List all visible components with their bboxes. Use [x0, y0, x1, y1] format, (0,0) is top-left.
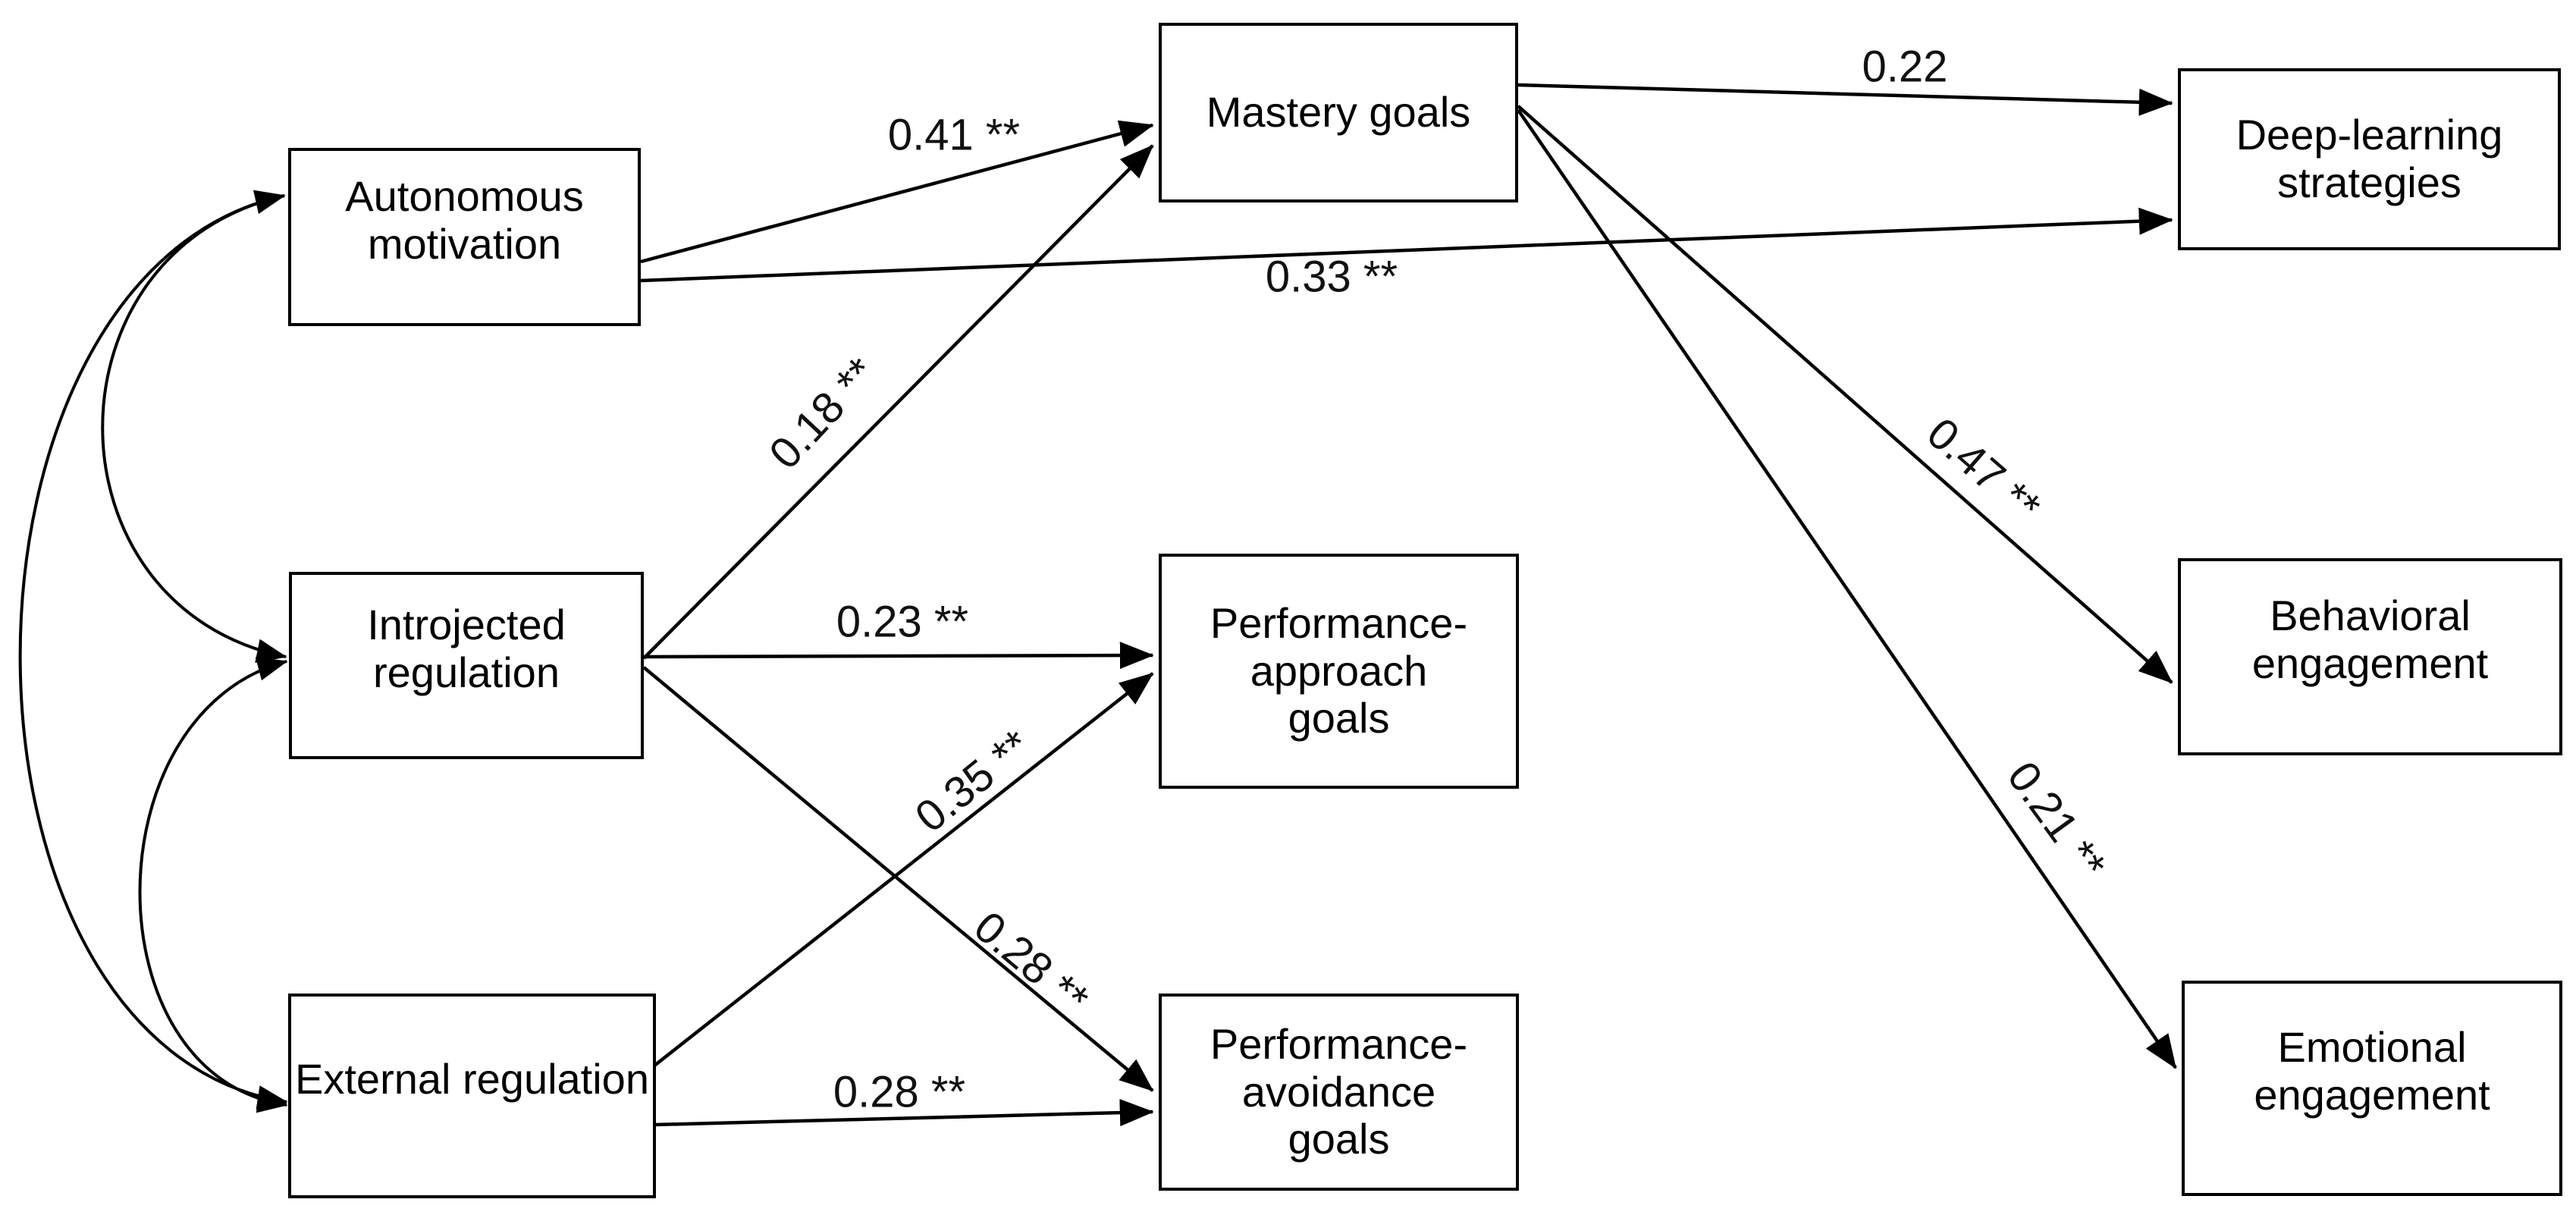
- path-arrow-introjected-mastery: [642, 144, 1154, 660]
- path-arrow-mastery-emotional: [1517, 108, 2177, 1069]
- node-introjected-regulation: Introjected regulation: [289, 572, 644, 759]
- coef-label-introjected-perf-approach: 0.23 **: [836, 597, 969, 647]
- coef-label-external-perf-avoidance: 0.28 **: [833, 1067, 966, 1117]
- node-label: Autonomous motivation: [345, 171, 584, 268]
- path-arrow-mastery-behavioral: [1517, 105, 2173, 684]
- path-arrow-external-perf-avoidance: [654, 1099, 1154, 1127]
- node-label: Performance-avoidance goals: [1210, 1019, 1468, 1163]
- coef-label-autonomous-deep-learning: 0.33 **: [1265, 252, 1398, 302]
- node-label: Introjected regulation: [367, 600, 566, 696]
- node-deep-learning-strategies: Deep-learning strategies: [2178, 68, 2561, 250]
- node-label: Deep-learning strategies: [2236, 111, 2503, 206]
- node-label: Mastery goals: [1206, 88, 1471, 137]
- node-performance-approach-goals: Performance-approach goals: [1159, 554, 1519, 789]
- node-label: Emotional engagement: [2254, 1023, 2490, 1119]
- path-arrow-introjected-perf-approach: [643, 642, 1154, 670]
- correlation-arc-autonomous-introjected: [101, 190, 287, 663]
- correlation-arc-introjected-external: [138, 657, 288, 1113]
- node-external-regulation: External regulation: [288, 994, 656, 1198]
- path-arrow-autonomous-deep-learning: [640, 207, 2173, 283]
- path-arrow-mastery-deep-learning: [1517, 83, 2173, 116]
- node-performance-avoidance-goals: Performance-avoidance goals: [1159, 994, 1519, 1191]
- path-arrow-external-perf-approach: [653, 672, 1154, 1067]
- node-autonomous-motivation: Autonomous motivation: [288, 148, 641, 326]
- node-behavioral-engagement: Behavioral engagement: [2178, 558, 2562, 755]
- node-label: Performance-approach goals: [1210, 598, 1468, 742]
- node-mastery-goals: Mastery goals: [1159, 23, 1518, 202]
- node-label: Behavioral engagement: [2251, 592, 2489, 687]
- node-emotional-engagement: Emotional engagement: [2182, 981, 2562, 1196]
- coef-label-autonomous-mastery: 0.41 **: [887, 110, 1021, 160]
- correlation-arc-autonomous-external: [18, 190, 288, 1110]
- coef-label-mastery-deep-learning: 0.22: [1862, 42, 1948, 92]
- node-label: External regulation: [295, 1054, 649, 1103]
- path-arrow-introjected-perf-avoidance: [642, 666, 1154, 1092]
- path-arrow-autonomous-mastery: [640, 120, 1154, 264]
